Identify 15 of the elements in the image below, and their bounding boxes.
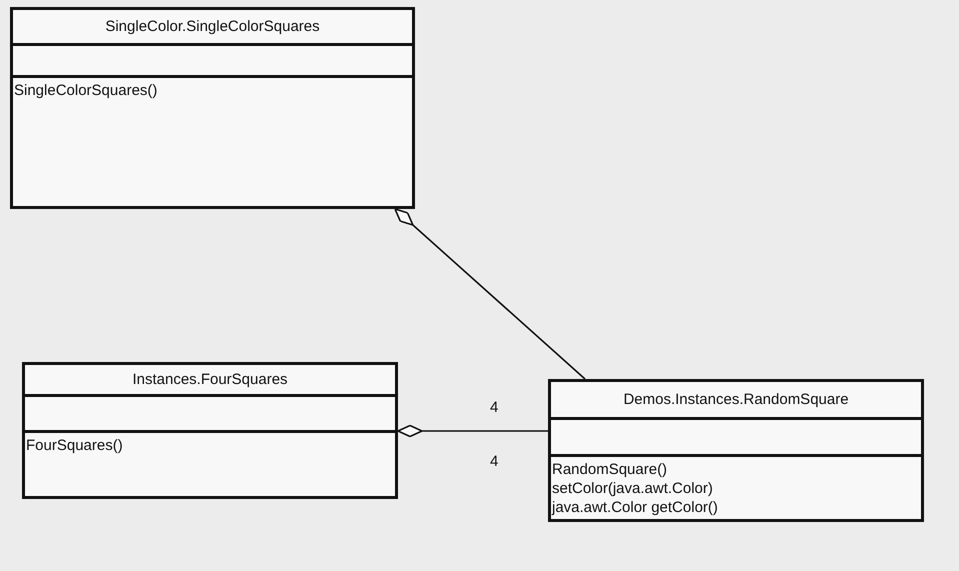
aggregation-line xyxy=(397,424,548,438)
method-signature: java.awt.Color getColor() xyxy=(551,498,719,517)
method-signature: FourSquares() xyxy=(25,436,124,455)
class-box xyxy=(10,7,415,209)
multiplicity-label: 4 xyxy=(490,399,498,416)
class-name: Instances.FourSquares xyxy=(131,371,289,388)
class-box xyxy=(548,379,924,522)
method-signature: setColor(java.awt.Color) xyxy=(551,479,714,498)
aggregation-line xyxy=(394,208,586,380)
multiplicity-label: 4 xyxy=(490,453,498,470)
class-name: SingleColor.SingleColorSquares xyxy=(104,18,321,35)
class-name: Demos.Instances.RandomSquare xyxy=(622,391,850,408)
method-signature: RandomSquare() xyxy=(551,460,668,479)
method-signature: SingleColorSquares() xyxy=(13,81,158,100)
class-box xyxy=(22,362,398,499)
